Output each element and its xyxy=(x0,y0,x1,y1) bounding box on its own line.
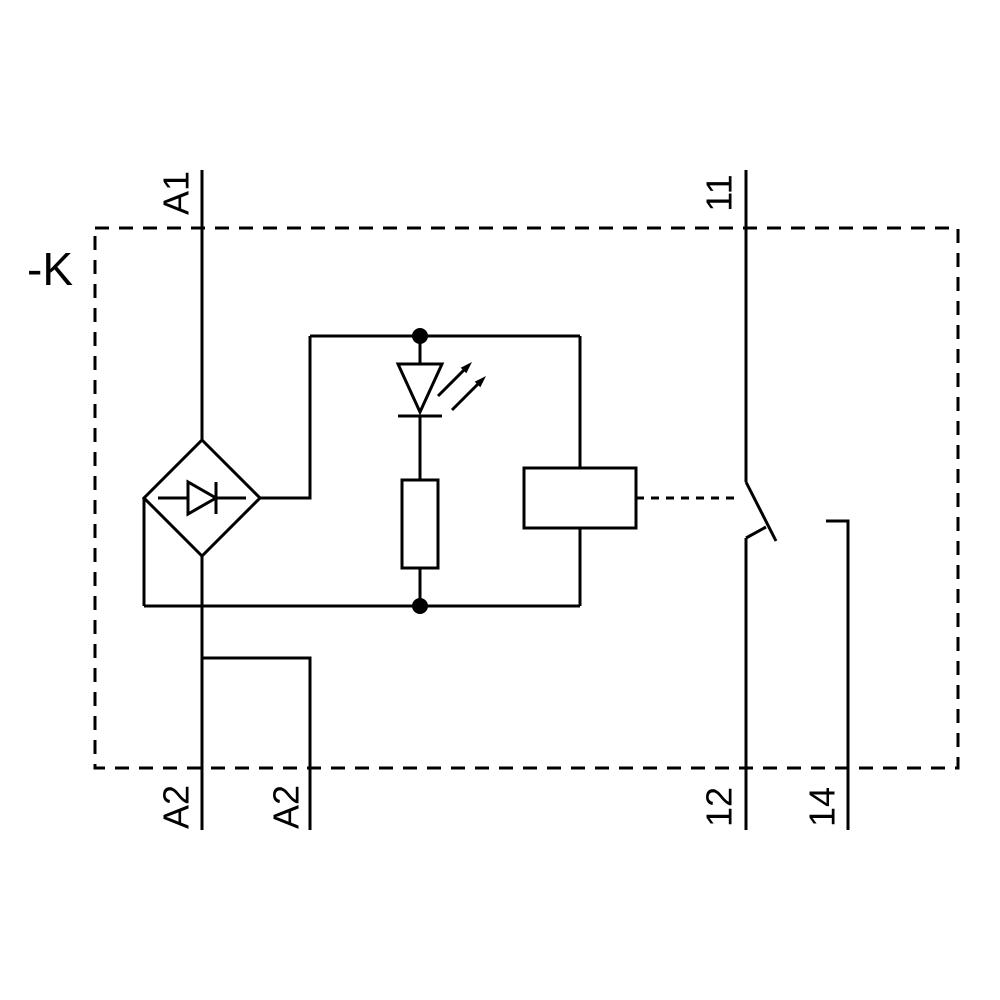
terminal-label-12: 12 xyxy=(699,787,740,827)
led-arrow-1-head xyxy=(460,362,472,374)
led-arrow-2-head xyxy=(474,376,486,388)
wire-terminal-14 xyxy=(826,519,850,830)
changeover-contact-symbol xyxy=(744,481,778,542)
terminal-label-a2-main: A2 xyxy=(156,785,197,829)
terminal-label-a2-aux: A2 xyxy=(266,785,307,829)
led-arrow-2 xyxy=(450,381,481,412)
bridge-diamond xyxy=(141,437,263,559)
terminal-label-a1: A1 xyxy=(156,171,197,215)
junction-dot-top xyxy=(412,328,428,344)
wire-terminal-a2-aux xyxy=(202,656,312,830)
wiring xyxy=(142,170,850,830)
device-label: -K xyxy=(27,243,73,295)
terminal-label-14: 14 xyxy=(802,787,843,827)
diode-icon xyxy=(158,479,246,517)
bridge-rectifier-symbol xyxy=(141,437,263,559)
resistor-symbol xyxy=(400,478,440,570)
wire-bridge-to-top-rail xyxy=(260,336,312,500)
contact-fixed-tick xyxy=(745,525,767,540)
relay-coil-symbol xyxy=(522,466,638,530)
terminal-label-11: 11 xyxy=(699,174,740,211)
led-triangle xyxy=(395,362,445,416)
led-arrow-1 xyxy=(436,367,467,398)
contact-blade xyxy=(744,481,778,542)
diode-triangle xyxy=(186,479,220,517)
junction-dot-bottom xyxy=(412,598,428,614)
led-symbol xyxy=(395,362,486,418)
module-boundary xyxy=(93,226,960,770)
led-light-arrows-icon xyxy=(436,362,486,412)
